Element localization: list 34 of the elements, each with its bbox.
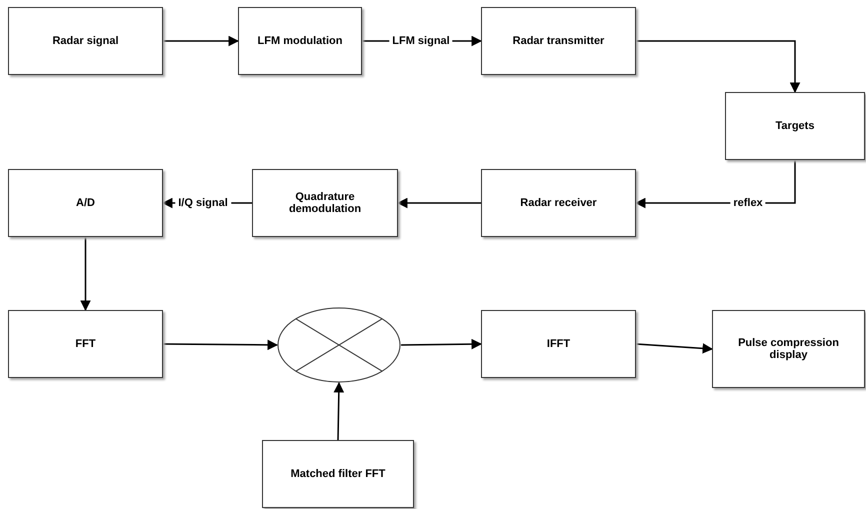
edge-label: reflex xyxy=(730,197,766,209)
edge-label: LFM signal xyxy=(389,35,453,47)
process-box xyxy=(481,169,636,237)
process-box xyxy=(725,92,865,160)
arrow xyxy=(334,382,344,440)
arrow xyxy=(163,340,278,350)
box-label: LFM modulation xyxy=(256,35,344,47)
arrow xyxy=(396,198,481,208)
arrow xyxy=(400,338,482,350)
box-label: Targets xyxy=(774,120,816,132)
process-box xyxy=(8,7,163,75)
process-box xyxy=(252,169,398,237)
box-label: Radar receiver xyxy=(519,197,598,209)
box-label: Matched filter FFT xyxy=(290,468,386,480)
box-label: Pulse compression display xyxy=(737,337,840,361)
box-label: Radar signal xyxy=(51,35,120,47)
arrow xyxy=(163,36,240,46)
arrow xyxy=(636,343,714,354)
process-box xyxy=(262,440,414,508)
box-label: IFFT xyxy=(546,338,572,350)
process-box xyxy=(481,310,636,378)
box-label: Radar transmitter xyxy=(512,35,606,47)
edge-label: I/Q signal xyxy=(175,197,231,209)
multiplier-circle xyxy=(277,307,401,383)
box-label: A/D xyxy=(75,197,96,209)
arrow xyxy=(80,237,91,312)
process-box xyxy=(481,7,636,75)
process-box xyxy=(238,7,362,75)
process-box xyxy=(8,169,163,237)
process-box xyxy=(8,310,163,378)
box-label: FFT xyxy=(74,338,97,350)
box-label: Quadrature demodulation xyxy=(288,191,362,215)
arrow xyxy=(636,40,800,94)
process-box xyxy=(712,310,865,388)
